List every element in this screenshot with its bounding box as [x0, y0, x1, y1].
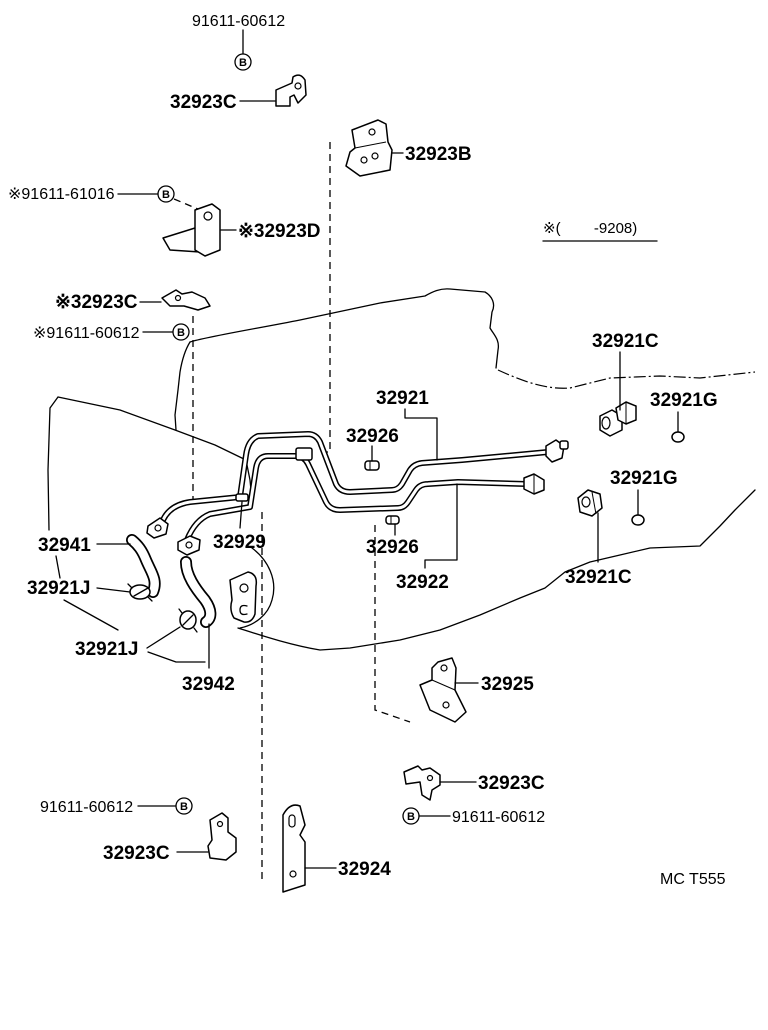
label-bracket-center: 32925 [481, 674, 534, 695]
label-bolt-marked-upper: ※91611-61016 [8, 186, 115, 203]
label-clip-lower: 32921J [75, 639, 138, 660]
bracket-32923d [162, 203, 221, 257]
label-clamp-tube: 32929 [213, 532, 266, 553]
flare-nut-upper [545, 439, 569, 463]
hose-clamp-upper-right [177, 535, 201, 556]
hose-32942 [180, 556, 217, 628]
label-grommet-lower: 32926 [366, 537, 419, 558]
hose-clip-upper [127, 583, 153, 602]
label-bracket-bottom: 32924 [338, 859, 391, 880]
install-line-bracket-b [318, 142, 331, 453]
clamp-32923c-left [207, 812, 237, 861]
tube-clamp-32929 [229, 571, 258, 623]
bolt-marker-letter: B [239, 57, 247, 69]
label-union-lower: 32921C [565, 567, 632, 588]
bracket-32925 [419, 657, 467, 723]
engine-right-edge [497, 369, 756, 389]
grommet-lower [385, 515, 400, 525]
label-gasket-lower: 32921G [610, 468, 678, 489]
flare-nut-lower [523, 473, 545, 495]
union-elbow-upper [599, 401, 637, 437]
label-grommet-upper: 32926 [346, 426, 399, 447]
clamp-32923c-marked [161, 289, 211, 311]
install-line-bracket-center [374, 525, 411, 723]
label-bolt-top: 91611-60612 [192, 13, 285, 30]
engine-front-edge [174, 341, 191, 431]
engine-top-edge [189, 288, 500, 369]
label-clamp-right: 32923C [478, 773, 545, 794]
label-clamp-marked: ※32923C [55, 292, 138, 313]
bolt-marker-upper: B [157, 185, 175, 203]
grommet-upper [364, 460, 380, 471]
label-clamp-top: 32923C [170, 92, 237, 113]
engine-bottom-edge [237, 489, 756, 651]
bracket-32923b [345, 119, 393, 177]
gasket-lower [631, 514, 645, 526]
bracket-32924 [282, 804, 306, 893]
bolt-marker-letter: B [180, 801, 188, 813]
transmission-left-edge-mid [55, 555, 61, 579]
label-bolt-left: 91611-60612 [40, 799, 133, 816]
hose-32941 [126, 534, 161, 598]
hose-clip-lower [178, 608, 198, 633]
label-tube-lower: 32922 [396, 572, 449, 593]
brake-tube-32921 [160, 431, 551, 523]
hose-clamp-upper-left [146, 517, 169, 539]
figure-code: MC T555 [660, 871, 726, 888]
label-bolt-right: 91611-60612 [452, 809, 545, 826]
label-clamp-left: 32923C [103, 843, 170, 864]
bolt-marker-top: B [234, 53, 252, 71]
union-lower [577, 489, 603, 517]
tube-clip-small [235, 493, 249, 502]
label-tube-upper: 32921 [376, 388, 429, 409]
leader-lines [96, 29, 679, 869]
transmission-top-edge [57, 396, 247, 461]
tube-joint-block [295, 447, 313, 461]
label-gasket-upper: 32921G [650, 390, 718, 411]
bolt-marker-mid: B [172, 323, 190, 341]
gasket-upper [671, 431, 685, 443]
bolt-marker-letter: B [162, 189, 170, 201]
label-hose-right: 32942 [182, 674, 235, 695]
bolt-marker-letter: B [407, 811, 415, 823]
label-bracket-marked-d: ※32923D [238, 221, 320, 242]
transmission-lower-edge-right [147, 651, 206, 663]
brake-tube-32922 [184, 453, 529, 543]
label-hose-left: 32941 [38, 535, 91, 556]
clamp-32923c-top [275, 74, 307, 107]
bolt-marker-left: B [175, 797, 193, 815]
bolt-marker-right: B [402, 807, 420, 825]
housing-contour [239, 547, 275, 629]
transmission-lower-edge [63, 599, 119, 631]
applicability-note: ※( -9208) [543, 220, 637, 237]
label-clip-upper: 32921J [27, 578, 90, 599]
clamp-32923c-right [403, 765, 441, 801]
transmission-left-edge [47, 396, 59, 531]
bolt-marker-letter: B [177, 327, 185, 339]
label-bracket-b: 32923B [405, 144, 472, 165]
label-union-upper: 32921C [592, 331, 659, 352]
label-bolt-marked-lower: ※91611-60612 [33, 325, 140, 342]
